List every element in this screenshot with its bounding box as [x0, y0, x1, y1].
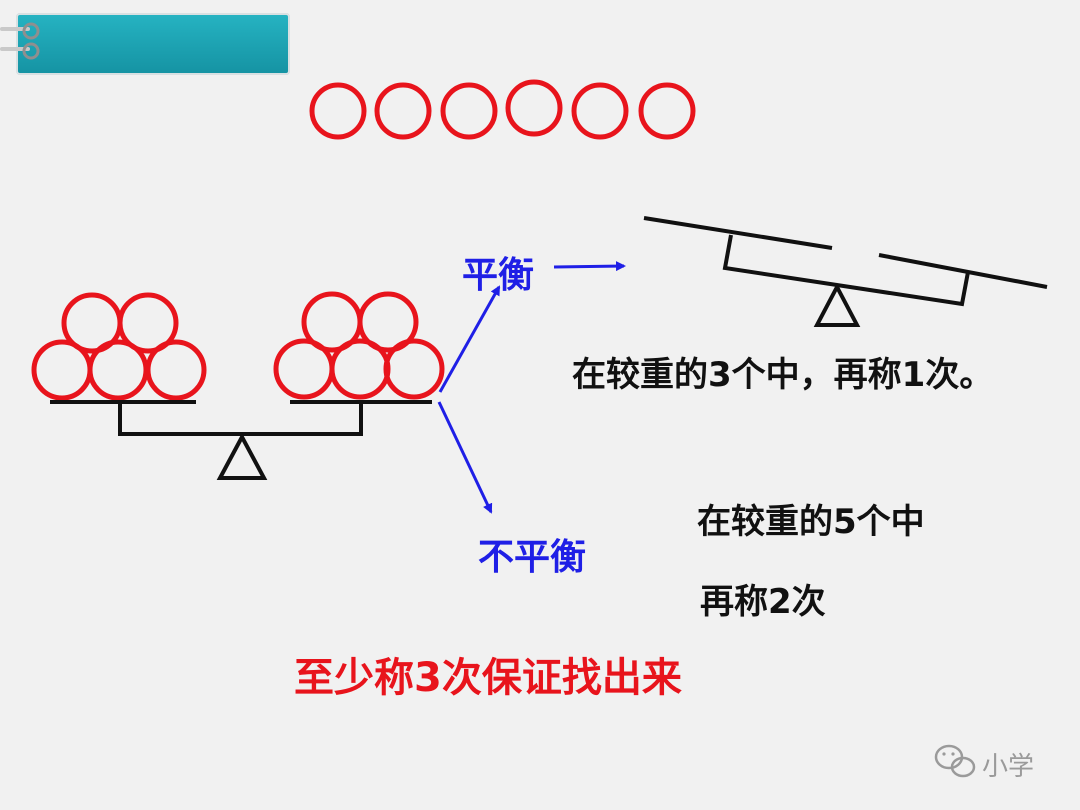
circle: [312, 85, 364, 137]
conclusion-text: 至少称3次保证找出来: [294, 645, 682, 703]
unbalanced-note-line1: 在较重的5个中: [697, 494, 925, 543]
circle: [641, 85, 693, 137]
circle: [377, 85, 429, 137]
unbalanced-note-line2: 再称2次: [700, 574, 826, 623]
fulcrum: [817, 287, 857, 325]
header-tab: [17, 14, 289, 74]
unbalanced-label: 不平衡: [478, 528, 586, 580]
circle: [574, 85, 626, 137]
circle: [508, 82, 560, 134]
circle: [332, 341, 388, 397]
right-pan-circles: [276, 294, 442, 397]
circle: [90, 342, 146, 398]
tilted-scale: [644, 218, 1047, 325]
circle: [34, 342, 90, 398]
top-circle-row: [312, 82, 693, 137]
circle: [276, 341, 332, 397]
wechat-icon: [936, 746, 974, 776]
arrow-balanced: [440, 287, 499, 392]
arrow-unbalanced: [439, 402, 491, 512]
left-pan-circles: [34, 295, 204, 398]
scale-frame: [50, 402, 432, 478]
watermark-text: 小学: [982, 746, 1034, 783]
fulcrum: [220, 437, 264, 478]
arrow-to-tilted-scale: [554, 266, 624, 267]
balanced-note: 在较重的3个中，再称1次。: [572, 347, 993, 396]
circle: [443, 85, 495, 137]
circle: [386, 341, 442, 397]
balance-scale: [34, 294, 442, 478]
circle: [148, 342, 204, 398]
balanced-label: 平衡: [462, 246, 534, 298]
